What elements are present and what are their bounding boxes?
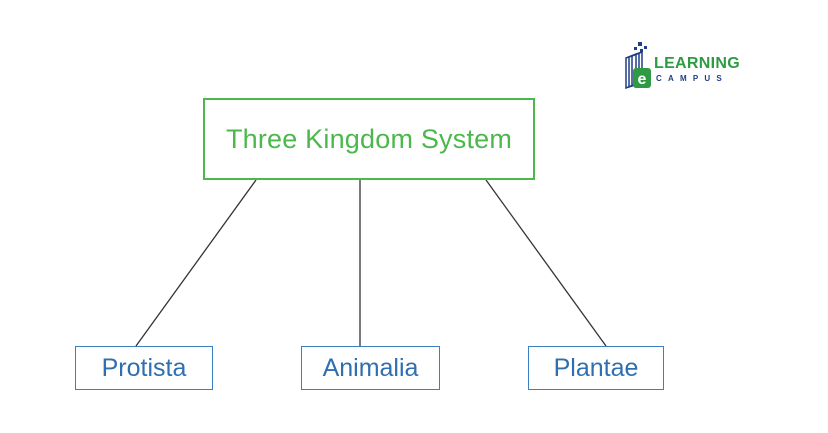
child-node-label: Protista <box>101 353 187 382</box>
child-node-label: Animalia <box>322 353 419 382</box>
child-node-plantae: Plantae <box>528 346 664 390</box>
book-logo-icon: e <box>625 42 651 90</box>
root-node-label: Three Kingdom System <box>225 123 513 154</box>
connector-protista <box>135 179 257 347</box>
logo-word-campus: CAMPUS <box>656 74 728 83</box>
child-node-protista: Protista <box>75 346 213 390</box>
svg-text:e: e <box>638 71 647 88</box>
elearning-campus-logo: e LEARNING CAMPUS <box>622 40 762 96</box>
child-node-animalia: Animalia <box>301 346 440 390</box>
root-node: Three Kingdom System <box>203 98 535 180</box>
connector-plantae <box>485 179 607 347</box>
child-node-label: Plantae <box>553 353 639 382</box>
logo-word-learning: LEARNING <box>654 55 740 72</box>
